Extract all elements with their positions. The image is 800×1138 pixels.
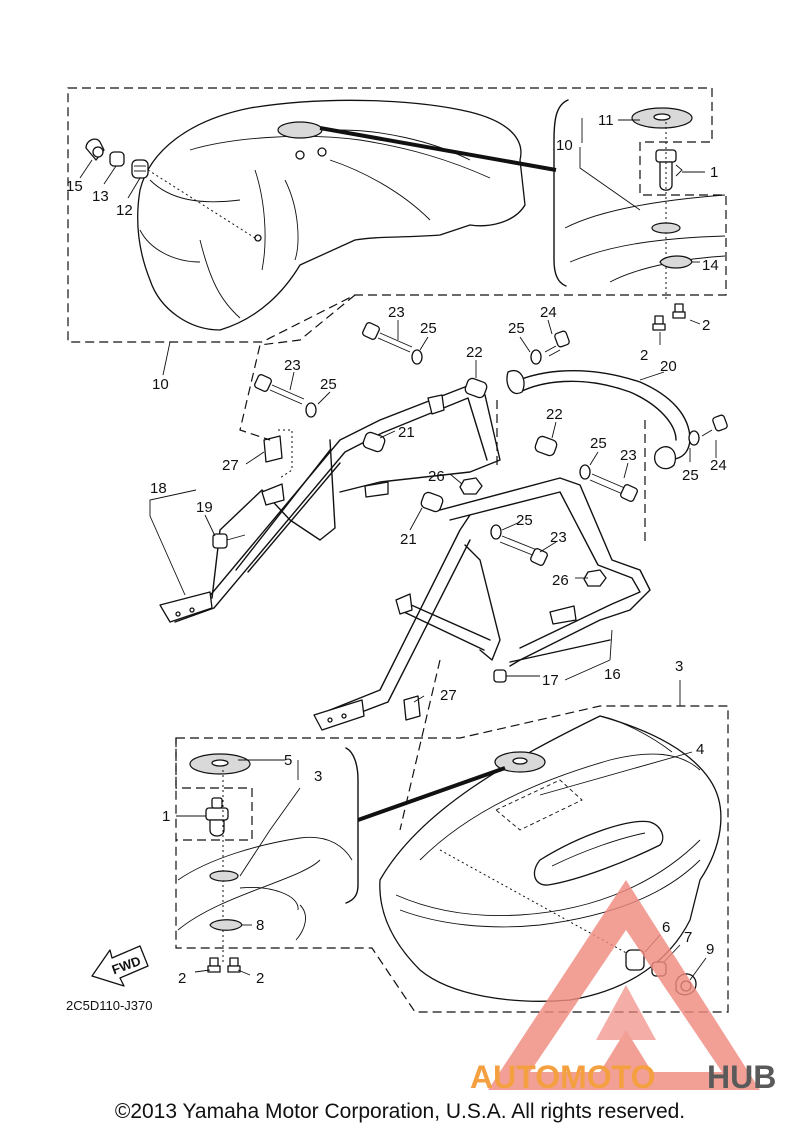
callout-23-b: 23 (284, 357, 301, 374)
callout-15: 15 (66, 178, 83, 195)
callout-18: 18 (150, 480, 167, 497)
callout-25-a: 25 (420, 320, 437, 337)
callout-9: 9 (706, 941, 714, 958)
callout-26-a: 26 (428, 468, 445, 485)
bolt-23-d (499, 535, 548, 566)
washers-25 (305, 349, 700, 540)
lock-1-upper (655, 149, 683, 191)
bolt-24-a (544, 330, 570, 357)
diagram-code: 2C5D110-J370 (66, 998, 152, 1013)
callout-16: 16 (604, 666, 621, 683)
callout-23-a: 23 (388, 304, 405, 321)
callout-26-b: 26 (552, 572, 569, 589)
callout-5: 5 (284, 752, 292, 769)
bolt-23-b (254, 374, 305, 405)
callout-24-b: 24 (710, 457, 727, 474)
lower-saddlebag-group: FWD (91, 680, 729, 1013)
clip-27-a (263, 429, 293, 479)
lock-1-lower (205, 797, 229, 837)
callout-22-a: 22 (466, 344, 483, 361)
collars (362, 377, 558, 513)
callout-22-b: 22 (546, 406, 563, 423)
nuts-26 (459, 477, 607, 587)
callout-21-a: 21 (398, 424, 415, 441)
callout-27-b: 27 (440, 687, 457, 704)
callout-10-inset: 10 (556, 137, 573, 154)
callout-21-b: 21 (400, 531, 417, 548)
callout-4: 4 (696, 741, 704, 758)
automotohub-watermark (488, 880, 760, 1090)
callout-1-upper: 1 (710, 164, 718, 181)
callout-19: 19 (196, 499, 213, 516)
stay-frames-group (149, 294, 728, 831)
callout-13: 13 (92, 188, 109, 205)
callout-3-left: 3 (314, 768, 322, 785)
bolt-19 (212, 533, 246, 549)
callout-2-upper-a: 2 (702, 317, 710, 334)
callout-7: 7 (684, 929, 692, 946)
callout-2-lower-a: 2 (178, 970, 186, 987)
callout-11: 11 (598, 112, 614, 129)
clip-27-b (403, 695, 421, 721)
screw-2-upper (652, 303, 686, 331)
callout-25-c: 25 (320, 376, 337, 393)
callout-1-lower: 1 (162, 808, 170, 825)
watermark-brand-left: AUTOMOTO (470, 1059, 655, 1095)
callout-6: 6 (662, 919, 670, 936)
callout-10-left: 10 (152, 376, 169, 393)
callout-27-a: 27 (222, 457, 239, 474)
callout-12: 12 (116, 202, 133, 219)
bolt-23-c (589, 473, 638, 502)
bolt-24-b (701, 414, 728, 437)
callout-2-lower-b: 2 (256, 970, 264, 987)
callout-14: 14 (702, 257, 719, 274)
callout-2-upper-b: 2 (640, 347, 648, 364)
callout-23-c: 23 (620, 447, 637, 464)
callout-25-d: 25 (590, 435, 607, 452)
bolt-23-a (362, 322, 413, 353)
grommet-6 (625, 949, 645, 971)
copyright-footer: ©2013 Yamaha Motor Corporation, U.S.A. A… (114, 1100, 686, 1123)
screw-2-lower (207, 957, 241, 973)
bolt-17 (493, 669, 540, 683)
callout-25-f: 25 (516, 512, 533, 529)
lock-cylinder-15 (85, 138, 105, 161)
callout-24-a: 24 (540, 304, 557, 321)
washer-13 (109, 151, 125, 167)
callout-25-b: 25 (508, 320, 525, 337)
fwd-arrow-icon (91, 945, 149, 987)
callout-labels: 15 13 12 10 11 10 1 14 2 2 23 25 22 25 2… (66, 112, 727, 987)
callout-23-d: 23 (550, 529, 567, 546)
callout-20: 20 (660, 358, 677, 375)
callout-25-e: 25 (682, 467, 699, 484)
upper-saddlebag-group (67, 87, 727, 376)
callout-3-right: 3 (675, 658, 683, 675)
grommet-12 (131, 159, 149, 179)
callout-17: 17 (542, 672, 559, 689)
callout-8: 8 (256, 917, 264, 934)
watermark-brand-right: HUB (707, 1059, 776, 1095)
